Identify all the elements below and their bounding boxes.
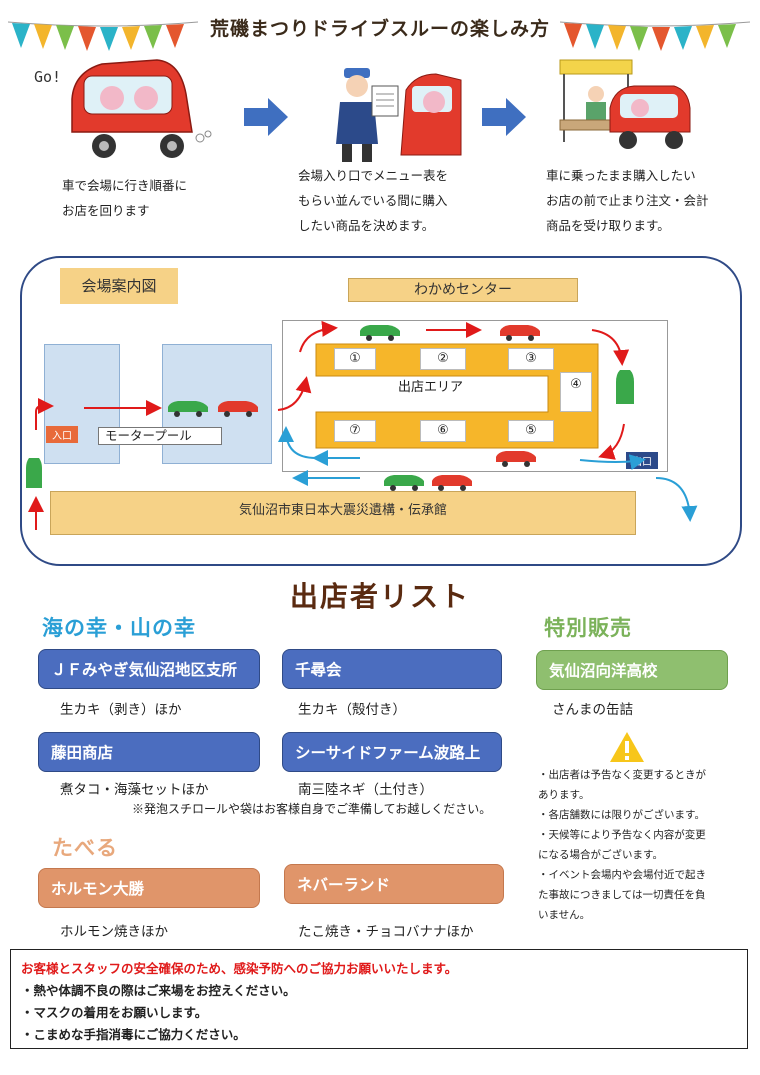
slot-3: ③: [508, 348, 554, 370]
staff-icon: [336, 68, 378, 162]
slot-2: ②: [420, 348, 466, 370]
green-car-icon: [360, 325, 400, 341]
vendor-jf-item: 生カキ（剥き）ほか: [60, 702, 182, 718]
slot-1: ①: [334, 348, 376, 370]
vendor-koyo: 気仙沼向洋高校: [536, 650, 728, 690]
note-3: ・天候等により予告なく内容が変更になる場合がございます。: [538, 829, 706, 861]
red-car-icon: [500, 325, 540, 341]
entrance-label: 入口: [46, 426, 78, 443]
step-3-text: 車に乗ったまま購入したいお店の前で止まり注文・会計商品を受け取ります。: [546, 168, 709, 233]
red-car-icon: [496, 451, 536, 467]
green-car-icon: [384, 475, 424, 491]
red-car-icon: [432, 475, 472, 491]
vendor-seaside: シーサイドファーム波路上: [282, 732, 502, 772]
shop-area-label: 出店エリア: [398, 380, 464, 395]
vendor-senjin: 千尋会: [282, 649, 502, 689]
safety-item-3: ・こまめな手指消毒にご協力ください。: [21, 1027, 246, 1042]
arrow-right-icon: [244, 98, 288, 136]
vendor-fujita-item: 煮タコ・海藻セットほか: [60, 782, 209, 798]
arrow-right-icon: [482, 98, 526, 136]
menu-sheet-icon: [371, 85, 399, 117]
go-label: Go!: [34, 68, 62, 86]
vendor-fujita: 藤田商店: [38, 732, 260, 772]
page-title: 荒磯まつりドライブスルーの楽しみ方: [209, 18, 550, 40]
step-1-text: 車で会場に行き順番にお店を回ります: [62, 178, 188, 218]
vendor-seaside-item: 南三陸ネギ（土付き）: [298, 782, 433, 798]
section-tokubetsu: 特別販売: [544, 616, 632, 640]
vendor-neverland: ネバーランド: [284, 864, 504, 904]
note-4: ・イベント会場内や会場付近で起きた事故につきましては一切責任を負いません。: [538, 869, 706, 921]
step-2-text: 会場入り口でメニュー表をもらい並んでいる間に購入したい商品を決めます。: [298, 168, 449, 233]
red-car-icon: [71, 59, 212, 158]
green-car-icon: [616, 370, 634, 404]
bunting-right-icon: [560, 21, 750, 51]
note-1: ・出店者は予告なく変更するときがあります。: [538, 769, 706, 801]
vendor-horumon-item: ホルモン焼きほか: [60, 924, 168, 940]
vendor-neverland-item: たこ焼き・チョコバナナほか: [298, 924, 474, 940]
section-taberu: たべる: [52, 836, 118, 860]
safety-heading: お客様とスタッフの安全確保のため、感染予防へのご協力お願いいたします。: [21, 961, 458, 976]
styrofoam-note: ※発泡スチロールや袋はお客様自身でご準備してお越しください。: [132, 802, 492, 816]
notes-list: ・出店者は予告なく変更するときがあります。 ・各店舗数には限りがございます。 ・…: [538, 765, 738, 925]
motor-pool-label: モータープール: [98, 427, 222, 445]
section-umi-yama: 海の幸・山の幸: [42, 616, 196, 640]
safety-item-2: ・マスクの着用をお願いします。: [21, 1005, 208, 1020]
map-title: 会場案内図: [60, 268, 178, 304]
wakame-center: わかめセンター: [348, 278, 578, 302]
green-car-icon: [26, 458, 42, 488]
route-arrows: [28, 320, 698, 530]
safety-item-1: ・熱や体調不良の際はご来場をお控えください。: [21, 983, 296, 998]
vendor-horumon: ホルモン大勝: [38, 868, 260, 908]
red-car-icon: [609, 85, 691, 149]
bunting-left-icon: [8, 21, 198, 51]
warning-icon: [610, 732, 644, 762]
vendor-jf: ＪＦみやぎ気仙沼地区支所: [38, 649, 260, 689]
slot-4: ④: [560, 372, 592, 412]
red-car-door-icon: [400, 73, 462, 156]
vendor-senjin-item: 生カキ（殻付き）: [298, 702, 406, 718]
safety-notice: お客様とスタッフの安全確保のため、感染予防へのご協力お願いいたします。 ・熱や体…: [10, 949, 748, 1049]
note-2: ・各店舗数には限りがございます。: [538, 809, 705, 821]
slot-5: ⑤: [508, 420, 554, 442]
slot-7: ⑦: [334, 420, 376, 442]
green-car-icon: [168, 401, 208, 417]
slot-6: ⑥: [420, 420, 466, 442]
red-car-icon: [218, 401, 258, 417]
memorial-building: 気仙沼市東日本大震災遺構・伝承館: [50, 491, 636, 535]
vendor-list-title: 出店者リスト: [289, 580, 470, 613]
vendor-koyo-item: さんまの缶詰: [552, 702, 633, 718]
